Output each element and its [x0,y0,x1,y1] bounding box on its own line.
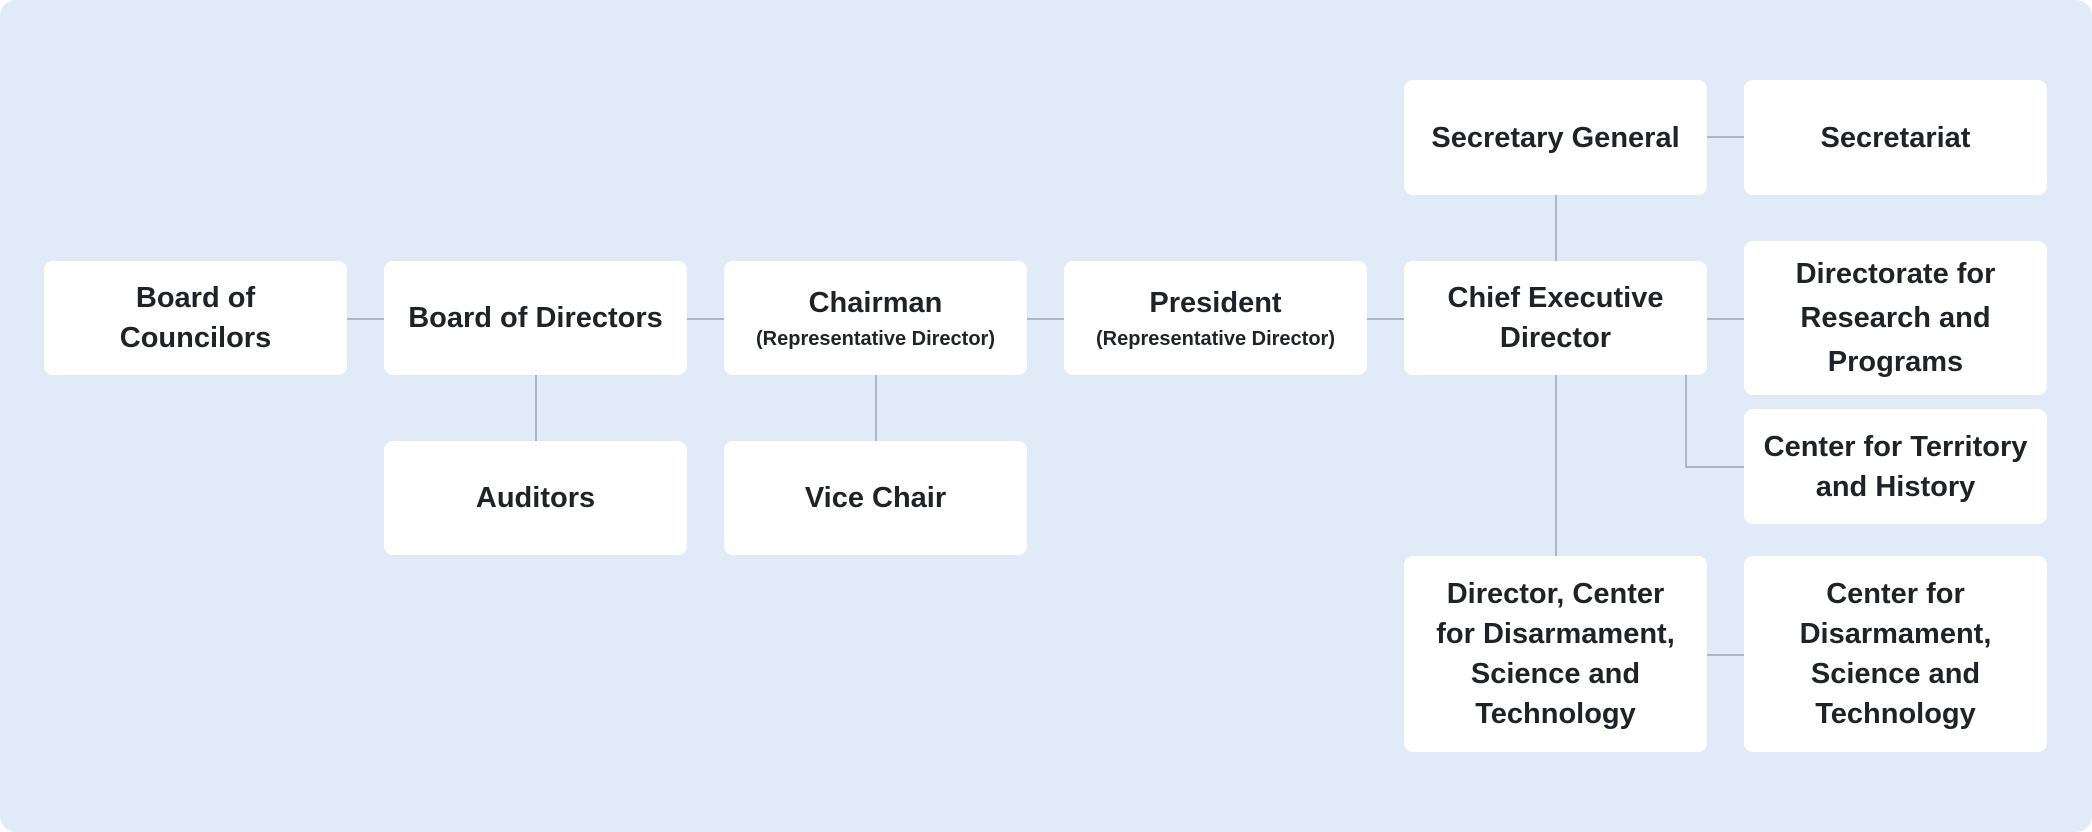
auditors-title: Auditors [475,482,596,514]
president-subtitle: (Representative Director) [1096,328,1335,350]
director-center-disarmament-box: Director, Center for Disarmament, Scienc… [1404,556,1707,752]
president-title: President [1149,287,1282,319]
secretariat-title: Secretariat [1820,121,1971,154]
chief-executive-director-box: Chief Executive Director [1404,261,1707,375]
chairman-subtitle: (Representative Director) [756,328,995,350]
board-of-councilors-box: Board of Councilors [44,261,347,375]
center-territory-box: Center for Territory and History [1744,409,2047,524]
vice-chair-box: Vice Chair [724,441,1027,555]
board-of-directors-title: Board of Directors [408,302,663,334]
chairman-title: Chairman [808,287,943,319]
connector-ced-territory [1685,375,1744,468]
center-disarmament-box: Center for Disarmament, Science and Tech… [1744,556,2047,752]
president-box: President (Representative Director) [1064,261,1367,375]
chairman-box: Chairman (Representative Director) [724,261,1027,375]
vice-chair-title: Vice Chair [804,482,947,514]
center-territory-title: Center for Territory and History [1763,430,2028,503]
chief-executive-director-title: Chief Executive Director [1447,282,1664,354]
secretariat-box: Secretariat [1744,80,2047,195]
director-center-disarmament-title: Director, Center for Disarmament, Scienc… [1436,578,1675,730]
board-of-councilors-title: Board of Councilors [119,282,272,354]
center-disarmament-title: Center for Disarmament, Science and Tech… [1799,578,1992,730]
secretary-general-title: Secretary General [1431,121,1680,154]
secretary-general-box: Secretary General [1404,80,1707,195]
directorate-research-title: Directorate for Research and Programs [1795,258,1996,378]
auditors-box: Auditors [384,441,687,555]
board-of-directors-box: Board of Directors [384,261,687,375]
directorate-research-box: Directorate for Research and Programs [1744,241,2047,395]
